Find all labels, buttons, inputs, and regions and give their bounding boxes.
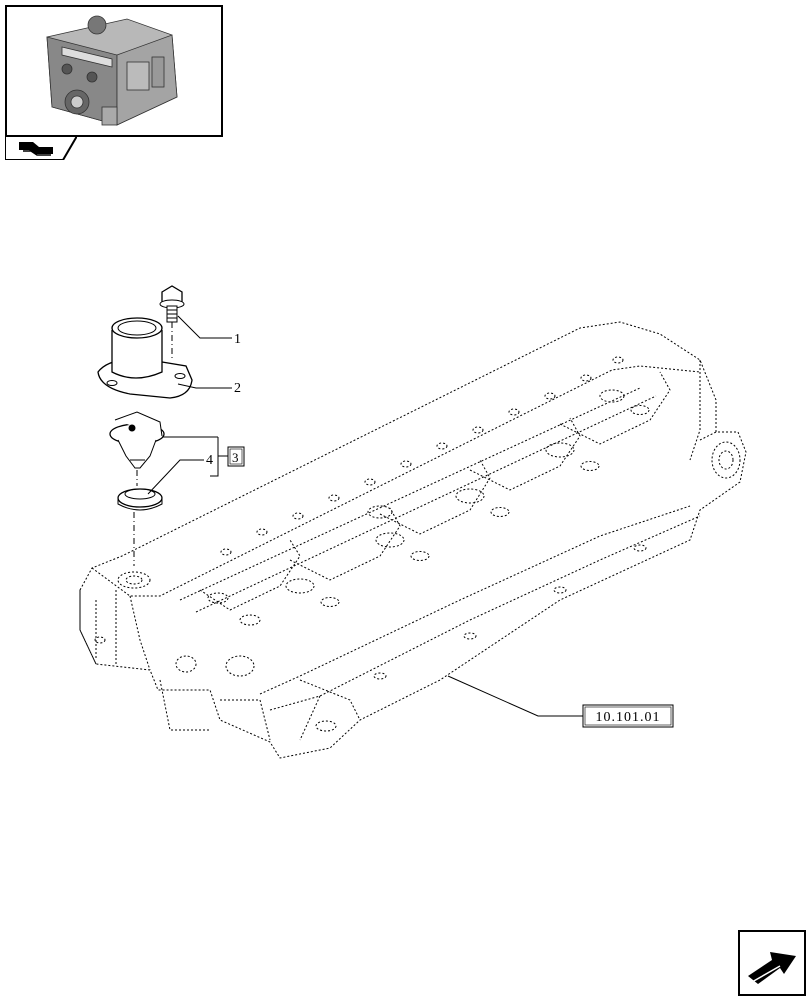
callout-4: 4 [206,453,213,468]
leader-line-ref [447,675,583,717]
engine-thumbnail-frame [5,5,223,137]
bolt-part [159,285,185,323]
thermostat-part [109,411,165,469]
callout-3-box[interactable]: 3 [227,446,245,467]
callout-2: 2 [234,381,241,396]
leader-line-1 [177,315,232,339]
leader-line-2 [177,383,232,389]
callout-3: 3 [232,450,239,465]
reference-box[interactable]: 10.101.01 [582,704,674,728]
book-pages-icon [19,142,53,156]
callout-1: 1 [234,332,241,347]
kit-bracket [210,437,219,477]
seal-ring-part [117,488,163,511]
cylinder-head-bolt-holes [94,356,741,732]
thermostat-housing-part [97,317,193,399]
reference-code: 10.101.01 [596,710,661,725]
next-page-arrow-icon [748,952,796,984]
next-page-button[interactable] [738,930,806,996]
leader-line-4 [147,459,204,495]
engine-thumbnail-icon [46,15,178,126]
cylinder-head-outline [79,321,747,759]
thumbnail-tab [4,135,79,161]
